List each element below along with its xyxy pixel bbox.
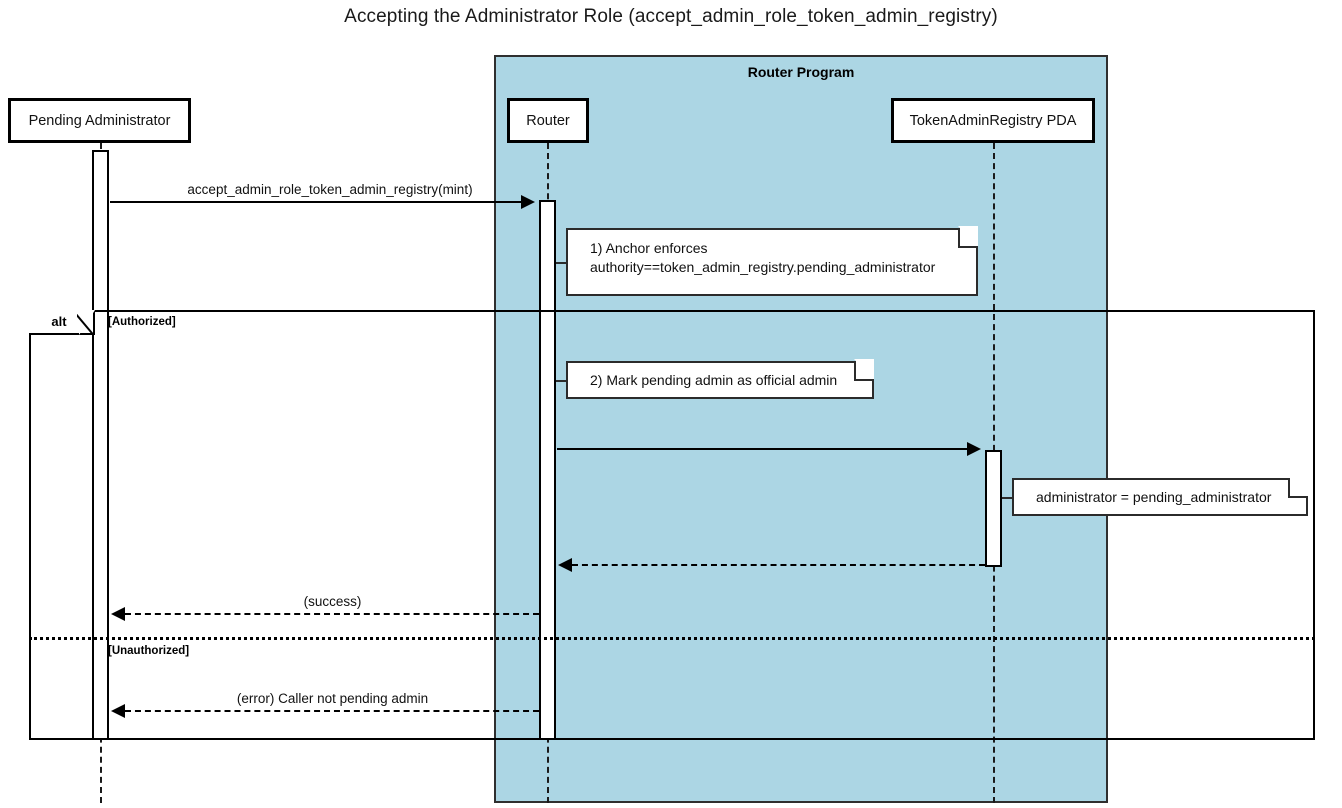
alt-condition-authorized: [Authorized] <box>108 316 176 328</box>
participant-label: Router <box>526 112 570 129</box>
participant-label: Pending Administrator <box>28 112 171 129</box>
message-line-return-error <box>125 710 539 712</box>
message-line-return-success <box>125 613 539 615</box>
note-mark-admin: 2) Mark pending admin as official admin <box>566 359 874 399</box>
group-box-router-program <box>494 55 1108 803</box>
participant-token-admin-registry-pda[interactable]: TokenAdminRegistry PDA <box>891 98 1095 143</box>
participant-router[interactable]: Router <box>507 98 589 143</box>
message-line-call-mark-admin <box>557 448 967 450</box>
page-title: Accepting the Administrator Role (accept… <box>344 6 998 27</box>
message-arrowhead-return-registry <box>558 558 572 572</box>
note-fold-corner <box>958 226 978 248</box>
note-line-2: authority==token_admin_registry.pending_… <box>590 258 936 275</box>
alt-condition-unauthorized: [Unauthorized] <box>108 645 190 657</box>
message-arrowhead-return-success <box>111 607 125 621</box>
alt-fragment-divider <box>29 637 1315 640</box>
note-line-1: 2) Mark pending admin as official admin <box>590 371 838 388</box>
note-fold-corner <box>1288 476 1308 498</box>
message-arrowhead-call-mark-admin <box>967 442 981 456</box>
message-label-call-accept: accept_admin_role_token_admin_registry(m… <box>187 182 473 197</box>
note-line-1: administrator = pending_administrator <box>1036 488 1272 505</box>
note-administrator-assign: administrator = pending_administrator <box>1012 476 1308 516</box>
message-label-return-error: (error) Caller not pending admin <box>236 691 429 706</box>
group-label: Router Program <box>747 64 855 80</box>
note-connector-mark-admin <box>556 380 568 382</box>
note-fold-corner <box>854 359 874 381</box>
message-line-return-registry <box>572 564 985 566</box>
note-line-1: 1) Anchor enforces <box>590 240 708 256</box>
message-label-return-success: (success) <box>303 594 362 609</box>
note-connector-administrator-assign <box>1002 497 1014 499</box>
participant-label: TokenAdminRegistry PDA <box>909 112 1077 129</box>
participant-pending-administrator[interactable]: Pending Administrator <box>8 98 191 143</box>
alt-fragment-frame <box>29 310 1315 740</box>
message-arrowhead-call-accept <box>521 195 535 209</box>
message-line-call-accept <box>110 201 521 203</box>
note-connector-anchor-enforces <box>556 262 568 264</box>
note-anchor-enforces: 1) Anchor enforces authority==token_admi… <box>566 226 978 296</box>
message-arrowhead-return-error <box>111 704 125 718</box>
alt-fragment-operator-label: alt <box>51 314 67 329</box>
activation-token-admin-registry-pda <box>985 450 1002 567</box>
